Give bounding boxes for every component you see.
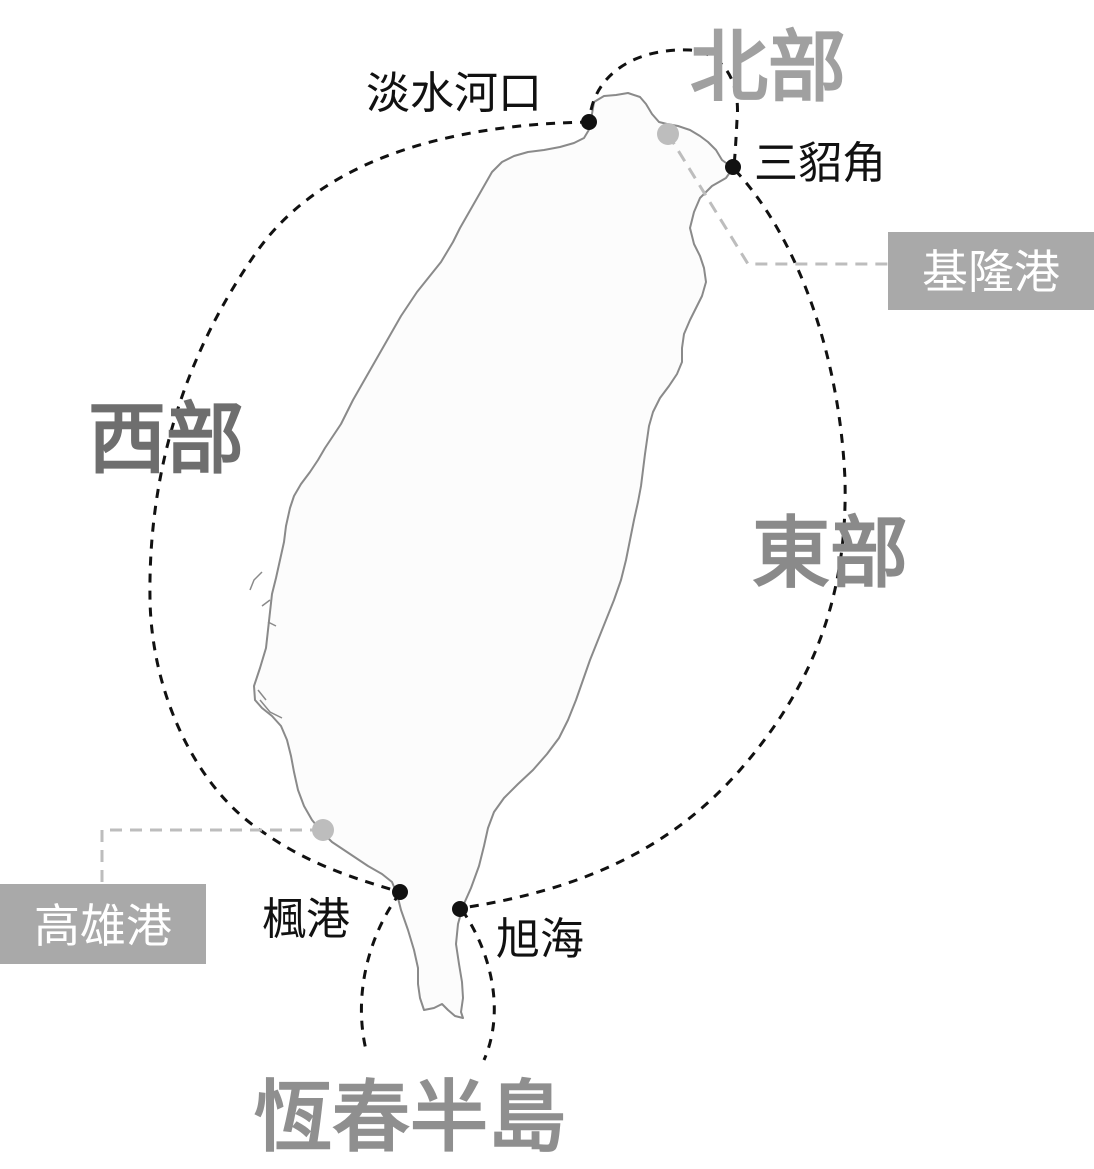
region-west-label: 西部 (88, 395, 244, 485)
route-north (589, 48, 739, 167)
tamsui-marker (581, 114, 597, 130)
region-east-label: 東部 (752, 509, 908, 599)
keelung-label: 基隆港 (922, 245, 1060, 299)
route-east (461, 168, 847, 910)
region-north-label: 北部 (690, 23, 846, 113)
kaohsiung-badge (0, 884, 206, 964)
tamsui-label: 淡水河口 (366, 68, 542, 119)
west-coast-detail (249, 571, 283, 719)
region-hengchun-label: 恆春半島 (254, 1073, 566, 1163)
sandiao-label: 三貂角 (754, 138, 886, 189)
sandiao-marker (725, 159, 741, 175)
xuhai-marker (452, 901, 468, 917)
xuhai-label: 旭海 (496, 914, 584, 965)
fenggang-marker (392, 884, 408, 900)
route-west (148, 120, 590, 894)
route-hengchun (359, 892, 496, 1061)
keelung-port-marker (657, 123, 679, 145)
kaohsiung-leader (100, 828, 322, 884)
taiwan-island (253, 92, 734, 1019)
keelung-leader (666, 133, 888, 266)
kaohsiung-port-marker (312, 819, 334, 841)
kaohsiung-label: 高雄港 (34, 899, 172, 953)
keelung-badge (888, 232, 1094, 310)
fenggang-label: 楓港 (262, 894, 350, 945)
